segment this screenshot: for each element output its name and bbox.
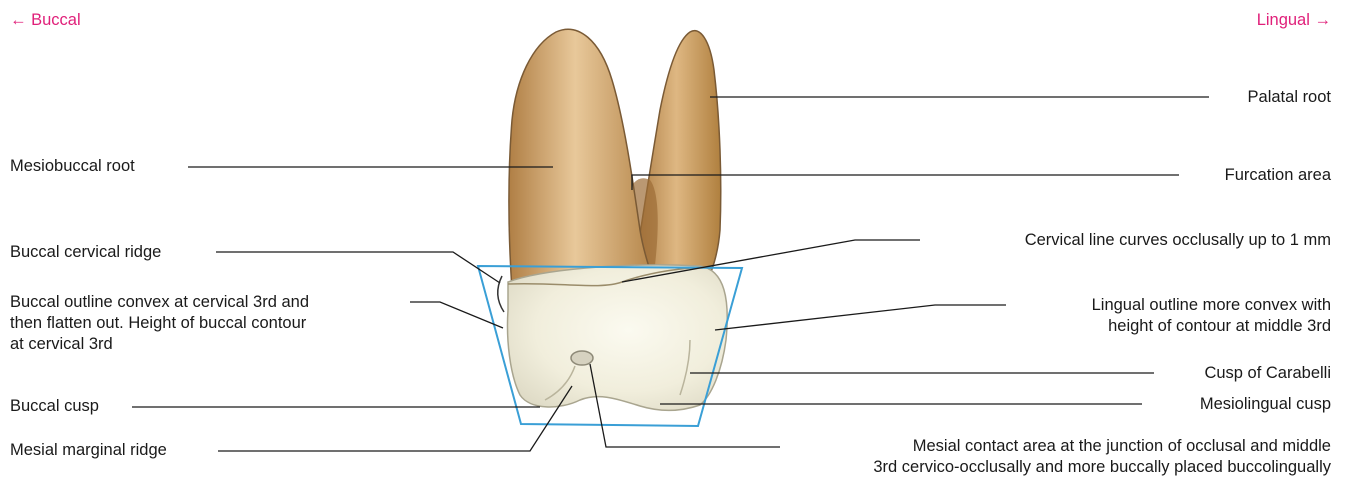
lingual-direction-label: Lingual → bbox=[1257, 10, 1331, 30]
buccal-outline-line-3: at cervical 3rd bbox=[10, 334, 309, 355]
mesial-contact-area bbox=[571, 351, 593, 365]
label-buccal-cervical-ridge: Buccal cervical ridge bbox=[10, 242, 161, 263]
label-cervical-line: Cervical line curves occlusally up to 1 … bbox=[1025, 230, 1331, 251]
label-mesial-marginal-ridge: Mesial marginal ridge bbox=[10, 440, 167, 461]
label-palatal-root: Palatal root bbox=[1248, 87, 1331, 108]
label-buccal-cusp: Buccal cusp bbox=[10, 396, 99, 417]
mesial-contact-line-1: Mesial contact area at the junction of o… bbox=[873, 436, 1331, 457]
label-mesiolingual-cusp: Mesiolingual cusp bbox=[1200, 394, 1331, 415]
label-mesiobuccal-root: Mesiobuccal root bbox=[10, 156, 135, 177]
buccal-direction-label: ← Buccal bbox=[10, 10, 81, 30]
leader-buccal-cervical-ridge bbox=[216, 252, 500, 283]
buccal-outline-line-2: then flatten out. Height of buccal conto… bbox=[10, 313, 309, 334]
label-mesial-contact: Mesial contact area at the junction of o… bbox=[873, 436, 1331, 478]
crown-shape bbox=[508, 265, 728, 410]
label-lingual-outline: Lingual outline more convex with height … bbox=[1092, 295, 1331, 337]
mesial-contact-line-2: 3rd cervico-occlusally and more buccally… bbox=[873, 457, 1331, 478]
mesiobuccal-root-shape bbox=[509, 29, 656, 290]
label-cusp-of-carabelli: Cusp of Carabelli bbox=[1204, 363, 1331, 384]
label-buccal-outline: Buccal outline convex at cervical 3rd an… bbox=[10, 292, 309, 355]
leader-lingual-outline bbox=[715, 305, 1006, 330]
label-furcation-area: Furcation area bbox=[1225, 165, 1331, 186]
lingual-outline-line-2: height of contour at middle 3rd bbox=[1092, 316, 1331, 337]
buccal-outline-line-1: Buccal outline convex at cervical 3rd an… bbox=[10, 292, 309, 313]
lingual-outline-line-1: Lingual outline more convex with bbox=[1092, 295, 1331, 316]
